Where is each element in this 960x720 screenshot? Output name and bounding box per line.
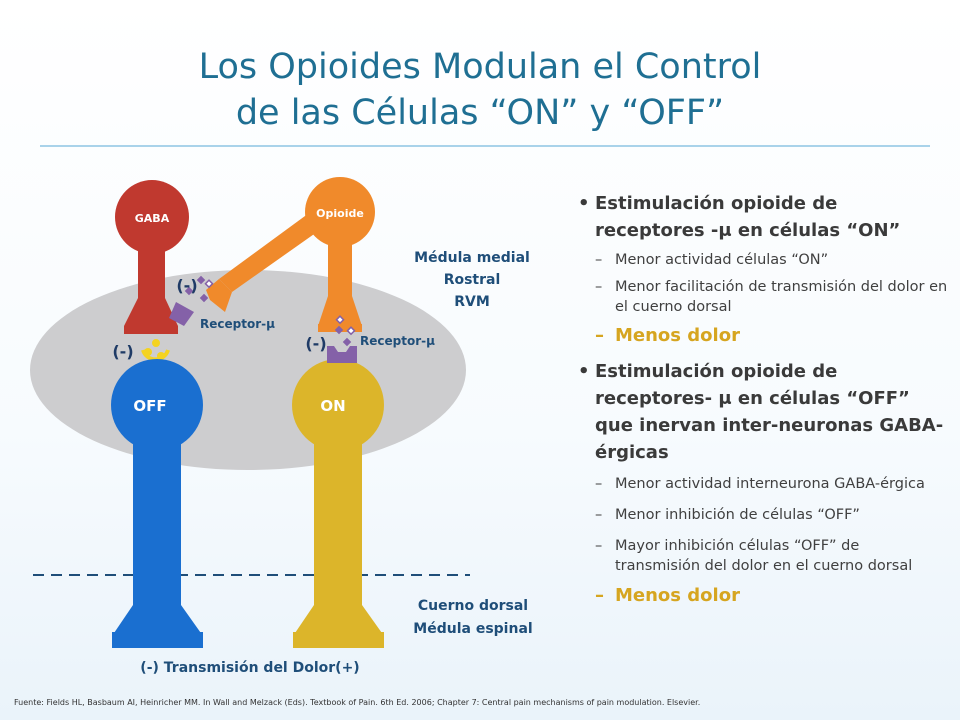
bullet-1-text: Estimulación opioide de receptores -μ en…	[595, 193, 901, 241]
bullet-list: • Estimulación opioide de receptores -μ …	[578, 190, 948, 608]
bullet-1: • Estimulación opioide de receptores -μ …	[578, 190, 948, 244]
gaba-label: GABA	[135, 212, 170, 225]
dash-glyph: –	[595, 507, 603, 523]
title-line-2: de las Células “ON” y “OFF”	[235, 93, 725, 133]
dash-glyph: –	[595, 279, 603, 295]
bullet-2: • Estimulación opioide de receptores- μ …	[578, 358, 948, 466]
bullet-2-sub-1: – Menor actividad interneurona GABA-érgi…	[578, 474, 948, 494]
bullet-2-sub-3-text: Mayor inhibición células “OFF” de transm…	[615, 538, 913, 574]
rvm-label-line-1: Médula medial	[414, 250, 530, 266]
source-citation: Fuente: Fields HL, Basbaum AI, Heinriche…	[14, 698, 701, 707]
dash-glyph: –	[595, 538, 603, 554]
inhibit-off: (-)	[112, 342, 133, 361]
rvm-region	[30, 270, 466, 470]
receptor-label-2: Receptor-μ	[360, 334, 435, 348]
off-cell	[111, 359, 203, 648]
inhibit-on: (-)	[305, 334, 326, 353]
bullet-2-sub-3: – Mayor inhibición células “OFF” de tran…	[578, 536, 948, 576]
gaba-neuron	[115, 180, 189, 334]
mu-receptor-on	[327, 346, 357, 363]
dorsal-label-line-1: Cuerno dorsal	[418, 598, 528, 614]
on-label: ON	[320, 397, 345, 415]
rvm-label-line-2: Rostral	[444, 272, 501, 288]
bullet-2-highlight-text: Menos dolor	[615, 585, 740, 606]
mu-receptor-gaba	[169, 302, 194, 326]
dash-glyph: –	[595, 476, 603, 492]
opioid-terminal	[206, 279, 232, 312]
opioid-molecules-1	[184, 275, 214, 303]
off-label: OFF	[133, 397, 166, 415]
bullet-2-sub-1-text: Menor actividad interneurona GABA-érgica	[615, 476, 925, 492]
inhibit-gaba: (-)	[176, 276, 197, 295]
dash-glyph: –	[595, 325, 604, 346]
bullet-1-highlight: – Menos dolor	[578, 324, 948, 348]
receptor-label-1: Receptor-μ	[200, 317, 275, 331]
pain-transmission-label: (-) Transmisión del Dolor(+)	[140, 660, 359, 676]
title-line-1: Los Opioides Modulan el Control	[198, 47, 762, 87]
bullet-1-sub-1-text: Menor actividad células “ON”	[615, 252, 829, 268]
opioid-neuron	[206, 177, 375, 332]
opioid-label: Opioide	[316, 207, 364, 220]
opioid-axon	[219, 205, 334, 292]
bullet-2-highlight: – Menos dolor	[578, 584, 948, 608]
slide-title: Los Opioides Modulan el Control de las C…	[0, 44, 960, 136]
bullet-1-sub-2-text: Menor facilitación de transmisión del do…	[615, 279, 948, 315]
bullet-2-sub-2-text: Menor inhibición de células “OFF”	[615, 507, 860, 523]
bullet-1-sub-2: – Menor facilitación de transmisión del …	[578, 277, 948, 317]
on-cell	[292, 359, 384, 648]
dash-glyph: –	[595, 585, 604, 606]
bullet-1-highlight-text: Menos dolor	[615, 325, 740, 346]
bullet-glyph: •	[578, 193, 590, 214]
rvm-label-line-3: RVM	[454, 294, 490, 310]
opioid-molecules-2	[334, 315, 356, 347]
bullet-glyph: •	[578, 361, 590, 382]
dorsal-label-line-2: Médula espinal	[413, 621, 532, 637]
bullet-2-sub-2: – Menor inhibición de células “OFF”	[578, 505, 948, 525]
dash-glyph: –	[595, 252, 603, 268]
title-rule	[40, 145, 930, 147]
bullet-2-text: Estimulación opioide de receptores- μ en…	[595, 361, 944, 463]
bullet-1-sub-1: – Menor actividad células “ON”	[578, 250, 948, 270]
